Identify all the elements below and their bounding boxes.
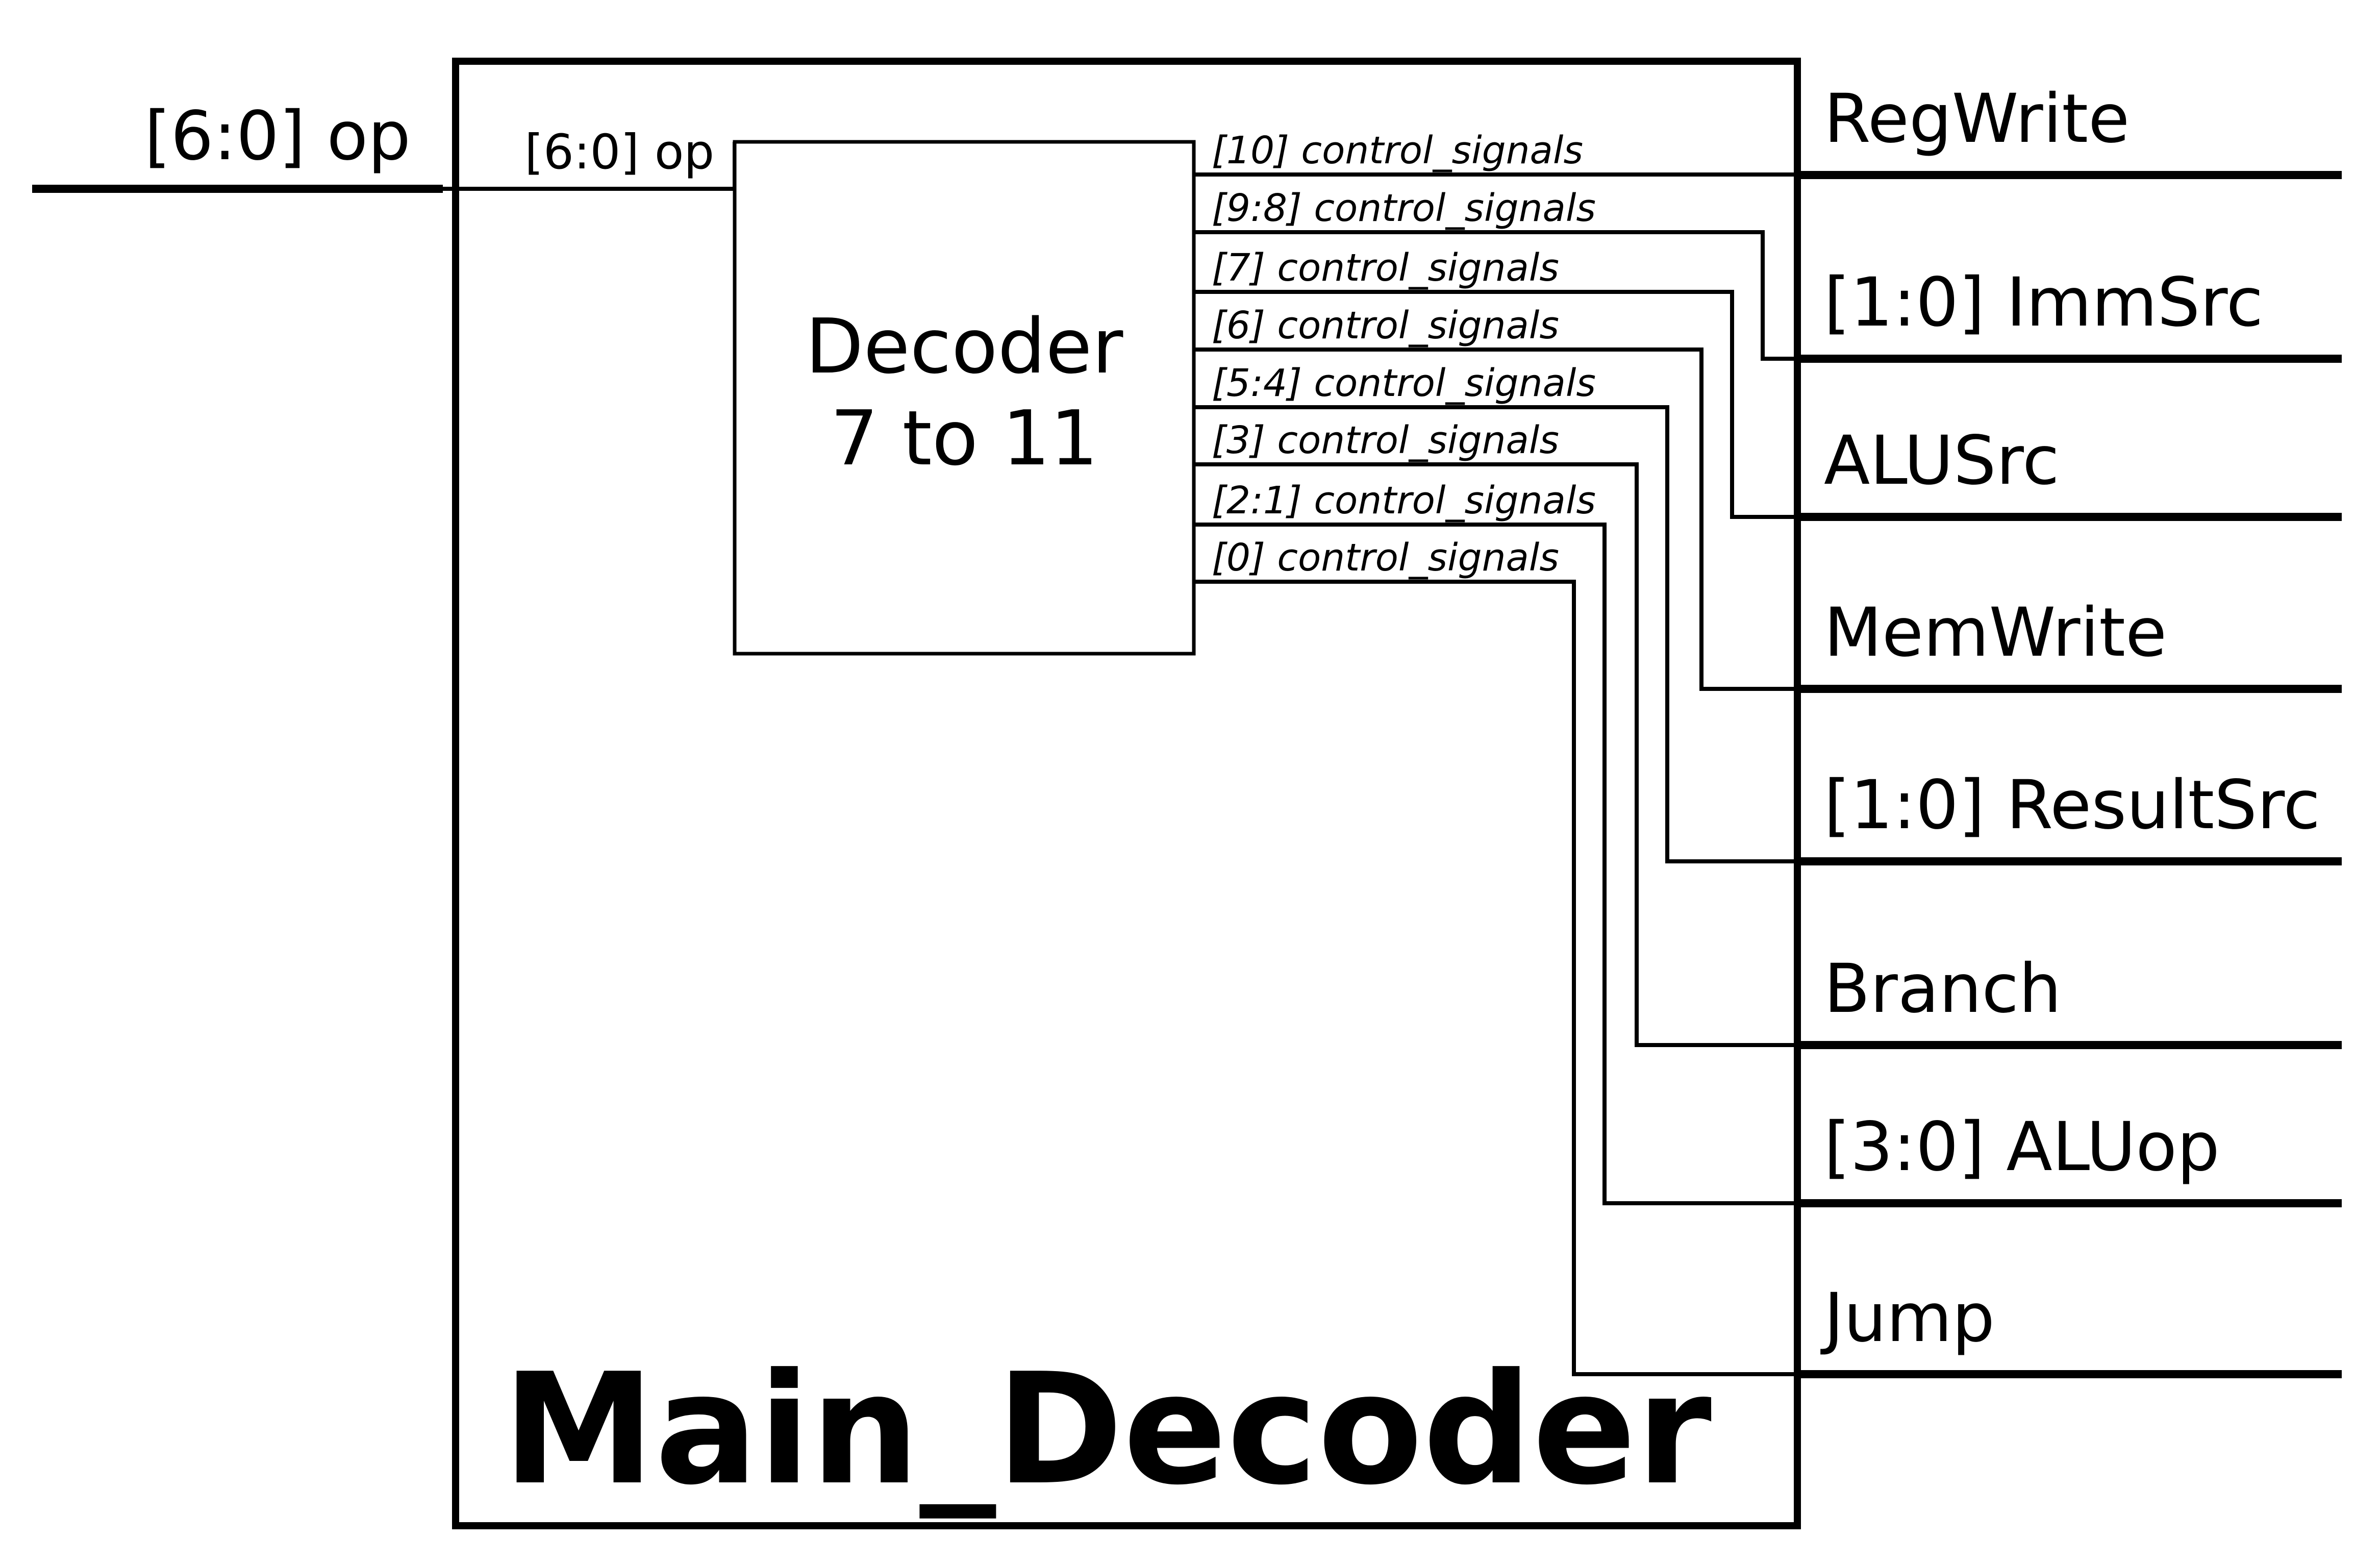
control-signal-labels: [10] control_signals [9:8] control_signa… [1212,129,1596,580]
output-label-jump: Jump [1820,1279,1995,1357]
decoder-label-line1: Decoder [806,303,1123,390]
control-signal-label: [3] control_signals [1212,418,1559,462]
control-signal-label: [6] control_signals [1212,304,1559,347]
output-label-immsrc: [1:0] ImmSrc [1824,263,2263,342]
control-signal-wire-jump [1194,580,1797,1376]
control-signal-label: [7] control_signals [1212,246,1559,290]
control-signal-wires [1194,172,1797,1376]
output-label-aluop: [3:0] ALUop [1824,1108,2220,1186]
control-signal-label: [2:1] control_signals [1212,479,1596,523]
control-signal-label: [10] control_signals [1212,129,1583,172]
control-signal-wire-alusrc [1194,290,1797,519]
decoder-7-to-11-block [733,140,1196,656]
output-label-branch: Branch [1824,950,2062,1028]
control-signal-wire-branch [1194,462,1797,1047]
output-labels: RegWrite [1:0] ImmSrc ALUSrc MemWrite [1… [1820,80,2320,1357]
control-signal-wire-memwrite [1194,347,1797,691]
control-signal-label: [9:8] control_signals [1212,186,1596,230]
output-label-memwrite: MemWrite [1824,593,2167,672]
output-label-regwrite: RegWrite [1824,80,2130,158]
decoder-label-line2: 7 to 11 [830,394,1098,482]
output-wires [1797,171,2342,1378]
control-signal-wire-resultsrc [1194,405,1797,863]
control-signal-wire-immsrc [1194,230,1797,361]
control-signal-label: [0] control_signals [1212,536,1559,580]
op-input-label: [6:0] op [144,97,411,176]
control-signal-wire-aluop [1194,523,1797,1205]
control-signal-label: [5:4] control_signals [1212,361,1596,405]
output-label-resultsrc: [1:0] ResultSrc [1824,766,2320,845]
output-label-alusrc: ALUSrc [1824,421,2060,500]
main-decoder-title: Main_Decoder [503,1340,1713,1521]
op-internal-label: [6:0] op [524,125,714,180]
